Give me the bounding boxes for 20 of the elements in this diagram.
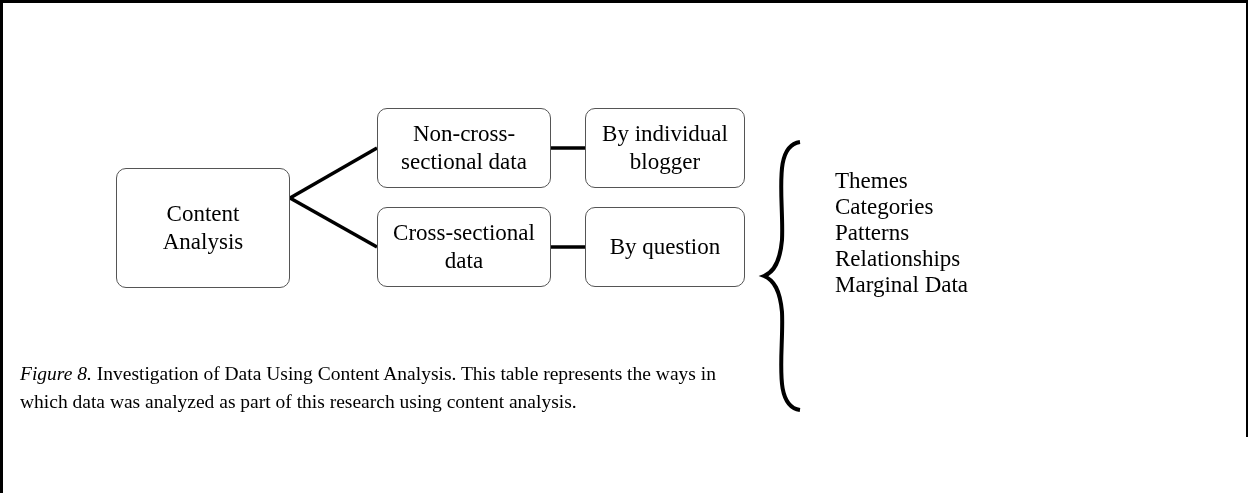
figure-caption: Figure 8. Investigation of Data Using Content Analysis. This table represents the ways in which data was analyzed as part of this research using content analysis. — [20, 363, 716, 412]
connector-line — [551, 245, 585, 249]
category-label: Marginal Data — [835, 272, 969, 298]
box-text: Content Analysis — [161, 200, 245, 256]
process-box — [585, 108, 745, 188]
category-label: Relationships — [835, 246, 962, 272]
connector-line — [289, 196, 378, 249]
connector-line — [551, 146, 585, 150]
category-label: Themes — [835, 168, 909, 194]
box-text: By question — [609, 233, 721, 261]
process-box — [377, 108, 551, 188]
box-text: Cross-sectional data — [392, 219, 536, 275]
process-box — [585, 207, 745, 287]
category-label: Patterns — [835, 220, 911, 246]
box-text: By individual blogger — [601, 120, 729, 176]
box-text: Non-cross-sectional data — [400, 120, 528, 176]
process-box — [377, 207, 551, 287]
process-box — [116, 168, 290, 288]
category-label: Categories — [835, 194, 935, 220]
connector-line — [289, 146, 378, 200]
